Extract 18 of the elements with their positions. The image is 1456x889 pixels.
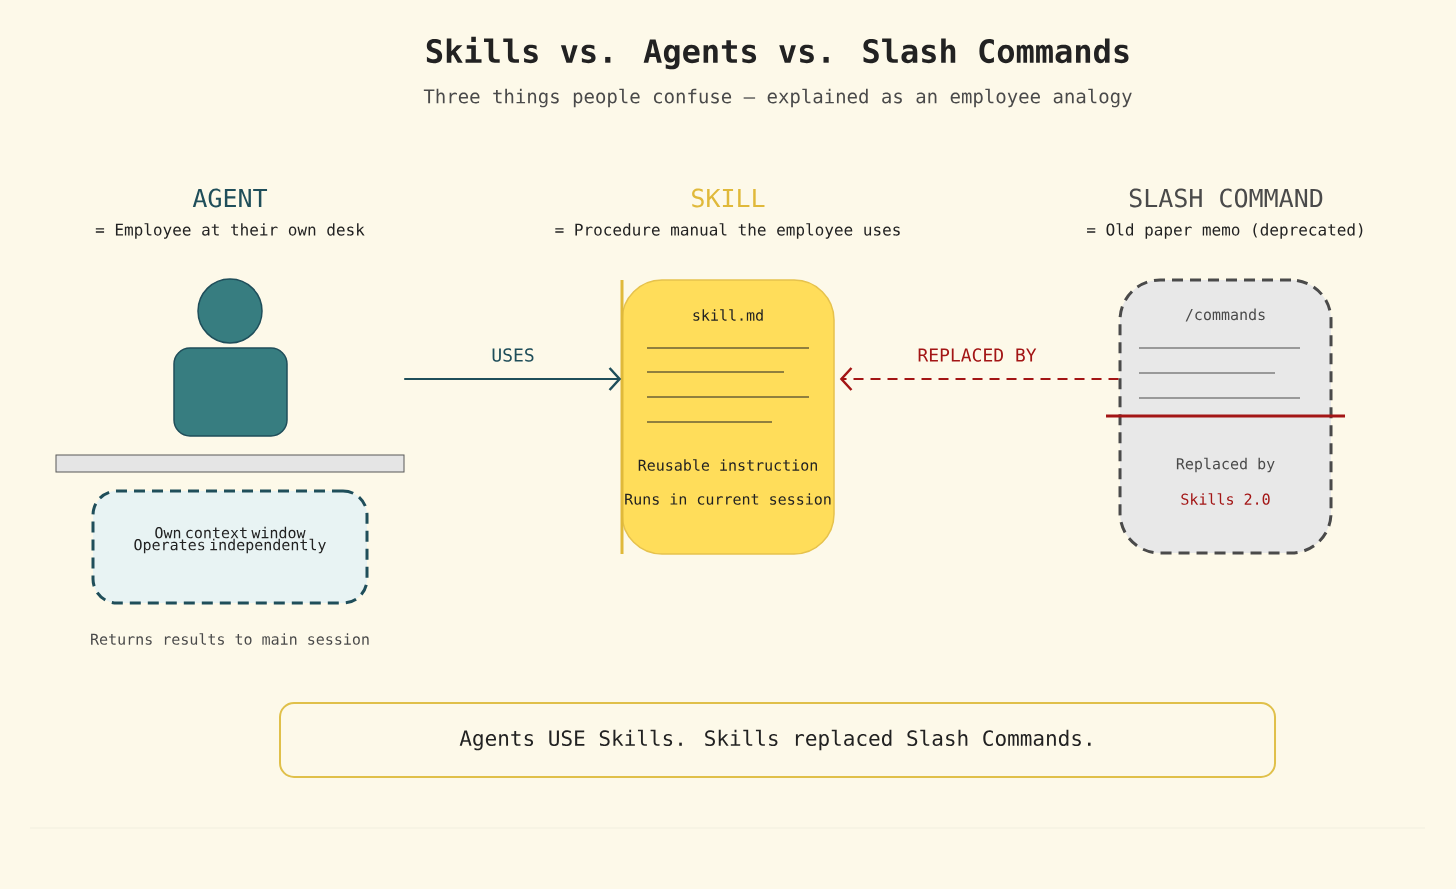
node-label: Returns results to main session <box>91 633 369 645</box>
column-subtitle: = Procedure manual the employee uses <box>555 223 900 239</box>
column-subtitle: = Employee at their own desk <box>95 223 365 239</box>
dashed-note-box: Own context window Operates independently <box>91 489 369 605</box>
crossed-out-memo-card: /commands Replaced by Skills 2.0 <box>1106 278 1345 555</box>
title: Skills vs. Agents vs. Slash Commands <box>426 36 1129 70</box>
column-heading: AGENT <box>192 188 268 208</box>
edge-label: USES <box>489 346 537 364</box>
edge-label: REPLACED BY <box>915 346 1039 364</box>
subtitle: Three things people confuse — explained as an employee analogy <box>423 88 1132 108</box>
column-heading: SKILL <box>692 188 765 208</box>
arrow <box>839 367 1120 391</box>
arrow <box>403 367 622 391</box>
column-subtitle: = Old paper memo (deprecated) <box>1087 223 1363 239</box>
summary-box: Agents USE Skills. Skills replaced Slash Commands. <box>279 702 1276 778</box>
person-at-desk-drawing <box>55 278 405 473</box>
document-card: skill.md Reusable instruction Runs in current session <box>620 279 835 555</box>
column-heading: SLASH COMMAND <box>1129 188 1323 208</box>
